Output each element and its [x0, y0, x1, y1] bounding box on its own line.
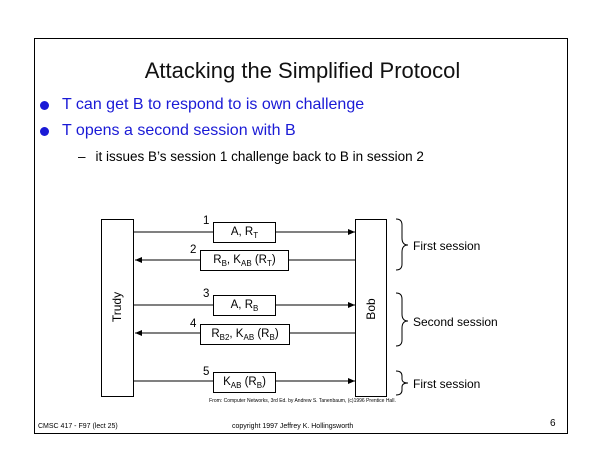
message-3-sub: B: [253, 304, 259, 313]
trudy-box: [101, 219, 134, 397]
bullet-1: T can get B to respond to is own challen…: [40, 96, 364, 114]
message-4-text2: , K: [229, 328, 244, 340]
message-2-sub3: T: [267, 259, 272, 268]
bullet-dot-icon: [40, 126, 49, 136]
bullet-1-text: T can get B to respond to is own challen…: [62, 96, 365, 113]
message-4-sub3: B: [269, 333, 275, 342]
message-5-tail: (R: [241, 376, 257, 388]
message-1-sub: T: [253, 231, 259, 240]
message-5-text: K: [223, 376, 231, 388]
message-5-box: KAB (RB): [213, 372, 276, 393]
message-1-box: A, RT: [213, 222, 276, 243]
session-label-1: First session: [413, 239, 481, 253]
message-2-tail: (R: [251, 254, 267, 266]
brace-second-session: [395, 292, 409, 347]
message-5-sub3: B: [256, 381, 263, 390]
footer-course: CMSC 417 - F97 (lect 25): [38, 423, 118, 430]
session-label-2: Second session: [413, 315, 498, 329]
message-2-text: R: [213, 254, 222, 266]
message-3-box: A, RB: [213, 295, 276, 316]
message-2-sub: B: [221, 259, 227, 268]
sub-bullet-dash: –: [78, 149, 86, 164]
message-4-sub2: AB: [243, 333, 255, 342]
message-3-text: A, R: [230, 299, 254, 311]
source-credit: From: Computer Networks, 3rd Ed. by Andr…: [209, 398, 396, 404]
bob-label: Bob: [364, 298, 378, 320]
message-5-tail2: ): [262, 376, 266, 388]
message-2-number: 2: [190, 244, 197, 256]
message-2-tail2: ): [271, 254, 276, 266]
session-label-3: First session: [413, 377, 481, 391]
message-5-sub: AB: [230, 381, 242, 390]
bullet-2: T opens a second session with B: [40, 122, 296, 140]
message-2-sub2: AB: [240, 259, 252, 268]
message-4-box: RB2, KAB (RB): [200, 324, 290, 345]
trudy-label: Trudy: [110, 291, 124, 323]
message-5-number: 5: [203, 366, 210, 378]
slide-title: Attacking the Simplified Protocol: [144, 58, 461, 83]
bob-box: [355, 219, 387, 397]
message-4-sub: B2: [219, 333, 230, 342]
sub-bullet: –it issues B’s session 1 challenge back …: [78, 149, 424, 164]
message-1-number: 1: [203, 215, 210, 227]
message-4-number: 4: [190, 318, 197, 330]
message-3-number: 3: [203, 288, 210, 300]
brace-first-session-2: [395, 370, 409, 396]
page-number: 6: [550, 418, 556, 429]
sub-bullet-text: it issues B’s session 1 challenge back t…: [95, 149, 424, 164]
message-4-text: R: [211, 328, 220, 340]
message-2-box: RB, KAB (RT): [200, 250, 289, 271]
message-4-tail: (R: [254, 328, 270, 340]
footer-copyright: copyright 1997 Jeffrey K. Hollingsworth: [232, 423, 354, 430]
message-4-tail2: ): [274, 328, 279, 340]
message-2-text2: , K: [226, 254, 241, 266]
slide-frame: [34, 38, 568, 434]
brace-first-session: [395, 218, 409, 271]
bullet-dot-icon: [40, 100, 49, 110]
bullet-2-text: T opens a second session with B: [62, 122, 296, 139]
message-1-text: A, R: [230, 226, 254, 238]
